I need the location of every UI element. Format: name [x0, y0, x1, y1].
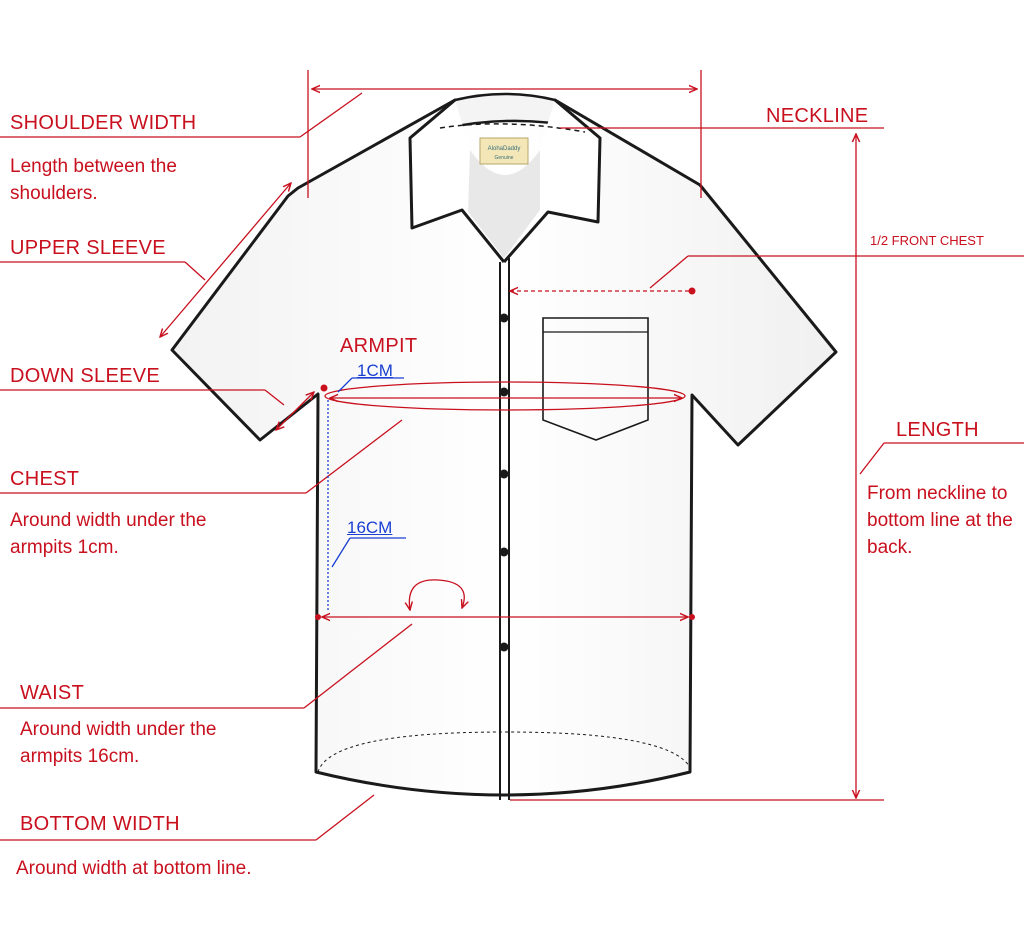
waist-around-arrow: [409, 579, 464, 610]
armpit-title: ARMPIT: [340, 335, 418, 357]
hem-back-dashed: [317, 731, 693, 773]
neckline-title: NECKLINE: [766, 105, 869, 127]
length-desc: From neckline to bottom line at the back…: [867, 483, 1013, 558]
guide-dots: [315, 287, 696, 620]
button: [499, 387, 509, 397]
shoulder-width-title: SHOULDER WIDTH: [10, 112, 197, 134]
length-title: LENGTH: [896, 419, 979, 441]
armpit-1cm-label: 1CM: [357, 361, 393, 380]
chest-ellipse: [324, 381, 686, 411]
chest-pocket: [542, 317, 649, 441]
armpit-16cm-label: 16CM: [347, 518, 393, 537]
tag-brand: AlohaDaddy: [488, 146, 521, 152]
bottom-width-title: BOTTOM WIDTH: [20, 813, 180, 835]
chest-desc: Around width under the armpits 1cm.: [10, 510, 207, 558]
measurement-guides: [0, 70, 1024, 841]
upper-sleeve-title: UPPER SLEEVE: [10, 237, 166, 259]
tag-size: Genuine: [495, 155, 514, 161]
waist-title: WAIST: [20, 682, 85, 704]
button: [499, 547, 509, 557]
chest-title: CHEST: [10, 468, 80, 490]
half-front-chest-title: 1/2 FRONT CHEST: [870, 233, 984, 248]
shirt-illustration: AlohaDaddy Genuine: [170, 92, 838, 800]
down-sleeve-title: DOWN SLEEVE: [10, 365, 160, 387]
upper-sleeve-arrow: [160, 183, 291, 337]
button: [499, 469, 509, 479]
button: [499, 642, 509, 652]
bottom-width-desc: Around width at bottom line.: [16, 858, 252, 879]
waist-desc: Around width under the armpits 16cm.: [20, 719, 217, 767]
shoulder-width-desc: Length between the shoulders.: [10, 156, 177, 204]
down-sleeve-arrow: [276, 392, 314, 430]
button: [499, 313, 509, 323]
neck-tag: [479, 137, 529, 165]
neckline-dashed: [439, 123, 586, 133]
armpit-offset-guides: [327, 377, 406, 612]
